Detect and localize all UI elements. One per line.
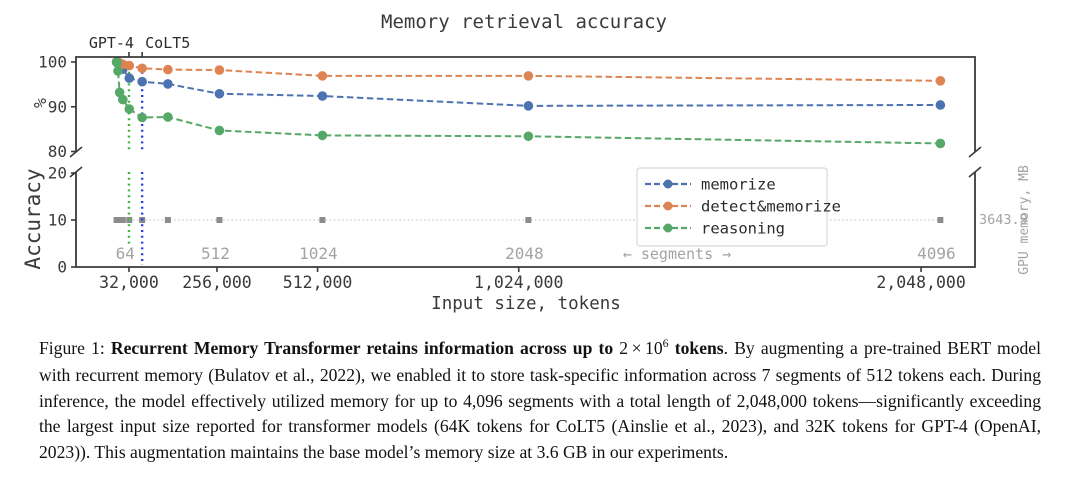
series-detect-memorize [111,57,946,86]
data-point [317,91,328,101]
data-point [214,88,225,99]
data-point [137,76,147,87]
x-tick-label: 256,000 [182,273,252,292]
right-axis-label: GPU memory, MB [1017,165,1032,275]
caption-prefix: Figure 1: [39,338,111,358]
data-point [112,58,123,68]
series-line [116,61,941,107]
segment-tick-label: 512 [201,244,230,263]
data-point [124,104,135,114]
data-point [118,94,128,105]
data-point [114,87,125,98]
data-point [317,130,328,141]
data-point [113,66,123,76]
y-tick-label: 20 [48,164,67,183]
segment-tick-label: 64 [116,244,135,263]
data-point [137,112,147,123]
y-tick-label: 90 [48,97,67,116]
axis-break-mark [968,146,982,158]
x-tick-label: 32,000 [99,273,159,292]
data-point [935,75,946,86]
series-reasoning [111,57,946,149]
y-tick-label: 100 [38,53,67,72]
data-point [137,63,147,74]
y-axis-label: Accuracy [21,168,45,269]
x-tick-label: 1,024,000 [474,273,563,292]
gpu-memory-marker [937,217,944,223]
legend-entry: memorize [645,176,776,194]
gpu-memory-marker [119,217,126,223]
legend-marker [663,201,673,211]
data-point [523,101,534,111]
legend-marker [663,223,673,233]
legend-entry: detect&memorize [645,198,841,216]
data-point [214,65,225,75]
data-point [523,71,534,81]
segment-tick-label: 2048 [505,244,544,263]
x-tick-label: 512,000 [283,273,353,292]
data-point [163,112,173,122]
gpu-memory-marker [216,217,223,223]
annotation-label-colt5: CoLT5 [145,34,190,52]
legend-label: detect&memorize [701,198,841,216]
caption-math-exponent: 6 [662,336,669,351]
legend-marker [663,179,673,189]
gpu-memory-marker [164,217,171,223]
y-tick-label: 80 [48,142,67,161]
data-point [124,73,135,83]
data-point [163,64,173,75]
data-point [935,100,946,110]
gpu-memory-marker [319,217,326,223]
legend-box [636,167,828,247]
data-point [163,79,173,89]
gpu-memory-marker [525,217,532,223]
legend-entry: reasoning [645,220,785,238]
series-memorize [111,57,946,111]
data-point [935,138,946,149]
caption-bold-lead: Recurrent Memory Transformer retains inf… [110,338,620,358]
chart-svg: GPT-4 CoLT5 80 90 100 0 10 20 32,000 256,000 512,0… [21,11,1032,314]
data-point [317,71,328,81]
caption-bold-tail: tokens [668,338,724,358]
segment-tick-label: 4096 [917,244,956,263]
annotation-label-gpt-4: GPT-4 [89,34,134,52]
data-point [124,60,135,71]
caption-math: 2 × 106 [619,336,669,358]
figure-caption: Figure 1: Recurrent Memory Transformer r… [39,336,1041,465]
x-axis-label: Input size, tokens [431,294,621,314]
caption-body: . By augmenting a pre-trained BERT model… [39,338,1042,462]
memory-retrieval-chart: GPT-4 CoLT5 80 90 100 0 10 20 32,000 256,000 512,0… [21,11,1032,314]
y-tick-label: 10 [48,211,67,230]
caption-math-base: 2 × 10 [619,338,663,358]
data-point [214,125,225,136]
segment-tick-label: 1024 [299,244,338,263]
segments-axis-label: ← segments → [623,245,731,263]
legend-label: reasoning [701,220,785,238]
chart-title: Memory retrieval accuracy [381,11,667,33]
axis-break-mark [968,166,982,178]
x-tick-label: 2,048,000 [876,273,965,292]
data-point [523,131,534,142]
gpu-memory-marker [116,217,123,223]
legend-label: memorize [701,176,776,194]
gpu-memory-value-label: 3643.9 [979,212,1028,228]
y-tick-label: 0 [57,258,67,277]
legend: memorize detect&memorize reasoning [636,167,841,247]
top-y-axis-label: % [31,98,50,108]
top-plot-spines [75,56,976,152]
axis-break-mark [69,166,83,178]
